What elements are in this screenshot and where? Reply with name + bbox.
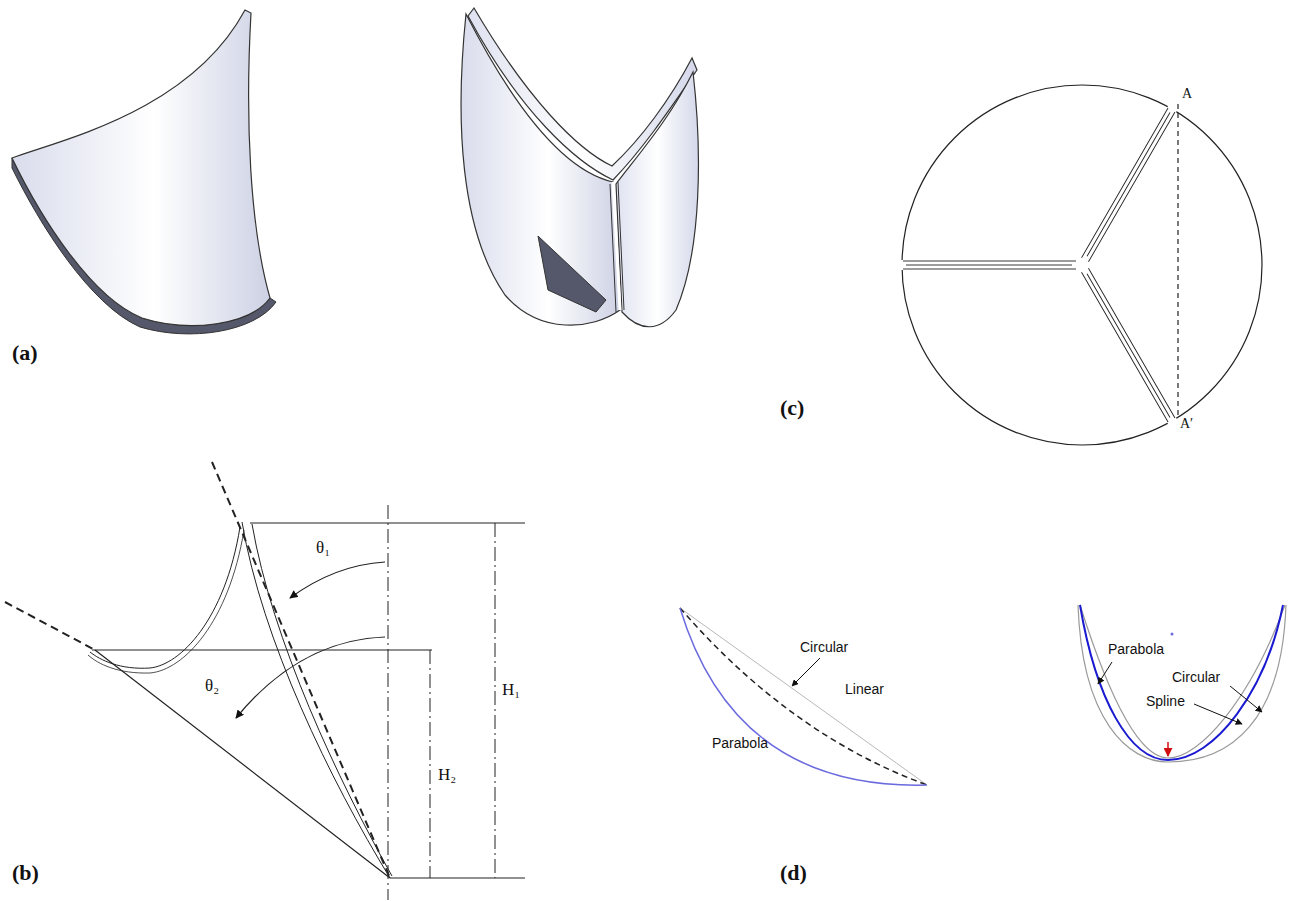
leaflet-section — [5, 462, 525, 900]
curve-label-slot: Parabola — [712, 734, 768, 752]
curve-label-slot: Circular — [800, 638, 848, 656]
panel-label-slot: (a) — [12, 340, 38, 365]
profile-curves — [680, 605, 1286, 785]
panel-label: (a) — [12, 340, 38, 365]
valve-top-view — [900, 85, 1262, 445]
panel-label: (d) — [780, 860, 807, 885]
angle-symbol-slot: θ₂ — [205, 676, 219, 696]
panel-label: (b) — [12, 860, 39, 885]
curve-label: Linear — [845, 681, 884, 697]
dimension-label-slot: H₁ — [502, 680, 520, 700]
panel-label-slot: (b) — [12, 860, 39, 885]
panel-label: (c) — [780, 395, 804, 420]
point-label-slot: A — [1182, 84, 1192, 102]
dimension-label: H₂ — [438, 765, 456, 784]
dimension-label-slot: H₂ — [438, 765, 456, 785]
point-label: A′ — [1180, 416, 1193, 431]
angle-symbol-slot: θ₁ — [316, 538, 330, 558]
curve-label: Circular — [800, 639, 848, 655]
leaflet-3d — [12, 10, 276, 334]
curve-label: Circular — [1172, 669, 1220, 685]
curve-label-slot: Parabola — [1108, 640, 1164, 658]
curve-label-slot: Circular — [1172, 668, 1220, 686]
point-label-slot: A′ — [1180, 414, 1193, 432]
angle-symbol: θ₂ — [205, 676, 219, 695]
curve-label-slot: Spline — [1146, 692, 1185, 710]
angle-symbol: θ₁ — [316, 538, 330, 557]
point-label: A — [1182, 86, 1192, 101]
panel-label-slot: (c) — [780, 395, 804, 420]
panel-label-slot: (d) — [780, 860, 807, 885]
curve-label: Spline — [1146, 693, 1185, 709]
curve-label-slot: Linear — [845, 680, 884, 698]
curve-label: Parabola — [712, 735, 768, 751]
curve-label: Parabola — [1108, 641, 1164, 657]
valve-3d — [461, 8, 698, 327]
dimension-label: H₁ — [502, 680, 520, 699]
